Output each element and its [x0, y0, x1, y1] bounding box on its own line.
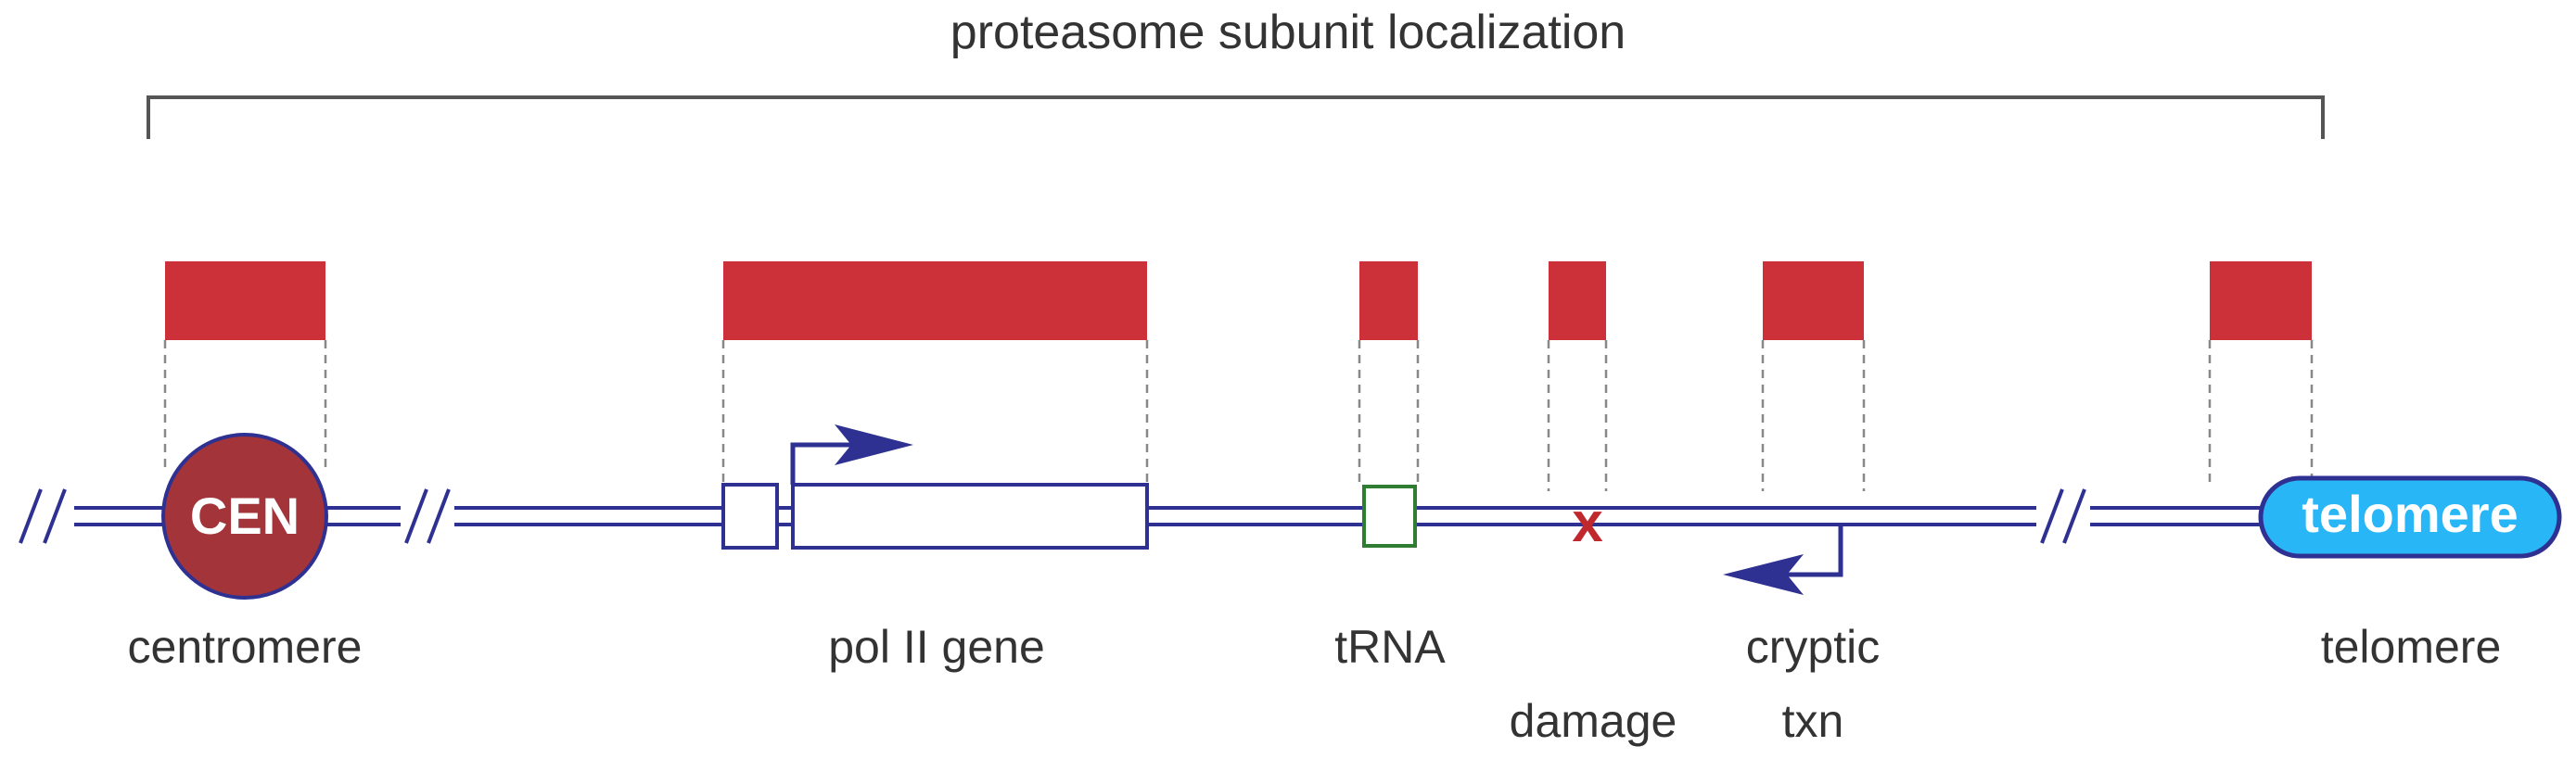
pol2-tss-arrow: [790, 442, 867, 485]
damage-mark: x: [1572, 491, 1602, 553]
region-telomere: [2210, 261, 2312, 340]
break-mark-right: [2036, 488, 2090, 544]
localization-bracket: [147, 95, 2325, 139]
guide-lines: [163, 340, 2314, 491]
feature-labels: centromere pol II gene tRNA damage crypt…: [128, 621, 2502, 747]
break-marks: [17, 488, 2090, 544]
region-cryptic-txn: [1763, 261, 1864, 340]
cryptic-txn-arrow: [1723, 525, 1843, 595]
label-damage: damage: [1510, 695, 1677, 747]
localization-regions: [165, 261, 2312, 340]
label-centromere: centromere: [128, 621, 363, 673]
label-telomere: telomere: [2321, 621, 2502, 673]
trna-box: [1362, 485, 1417, 548]
label-txn: txn: [1782, 695, 1844, 747]
telomere-badge-label: telomere: [2302, 485, 2518, 543]
region-centromere: [165, 261, 325, 340]
region-pol2-gene: [723, 261, 1147, 340]
break-mark-mid: [401, 488, 454, 544]
centromere-marker: CEN: [161, 433, 328, 600]
telomere-badge: telomere: [2258, 475, 2562, 559]
break-mark-left: [17, 488, 74, 544]
pol2-exon-2: [791, 483, 1149, 550]
cen-label: CEN: [190, 487, 300, 545]
label-trna: tRNA: [1334, 621, 1446, 673]
region-damage: [1549, 261, 1606, 340]
pol2-gene: [721, 424, 1149, 550]
pol2-exon-1: [721, 483, 779, 550]
pol2-arrowhead: [835, 424, 913, 465]
label-pol2-gene: pol II gene: [828, 621, 1045, 673]
region-trna: [1359, 261, 1418, 340]
diagram-title: proteasome subunit localization: [950, 6, 1626, 59]
label-cryptic: cryptic: [1746, 621, 1880, 673]
